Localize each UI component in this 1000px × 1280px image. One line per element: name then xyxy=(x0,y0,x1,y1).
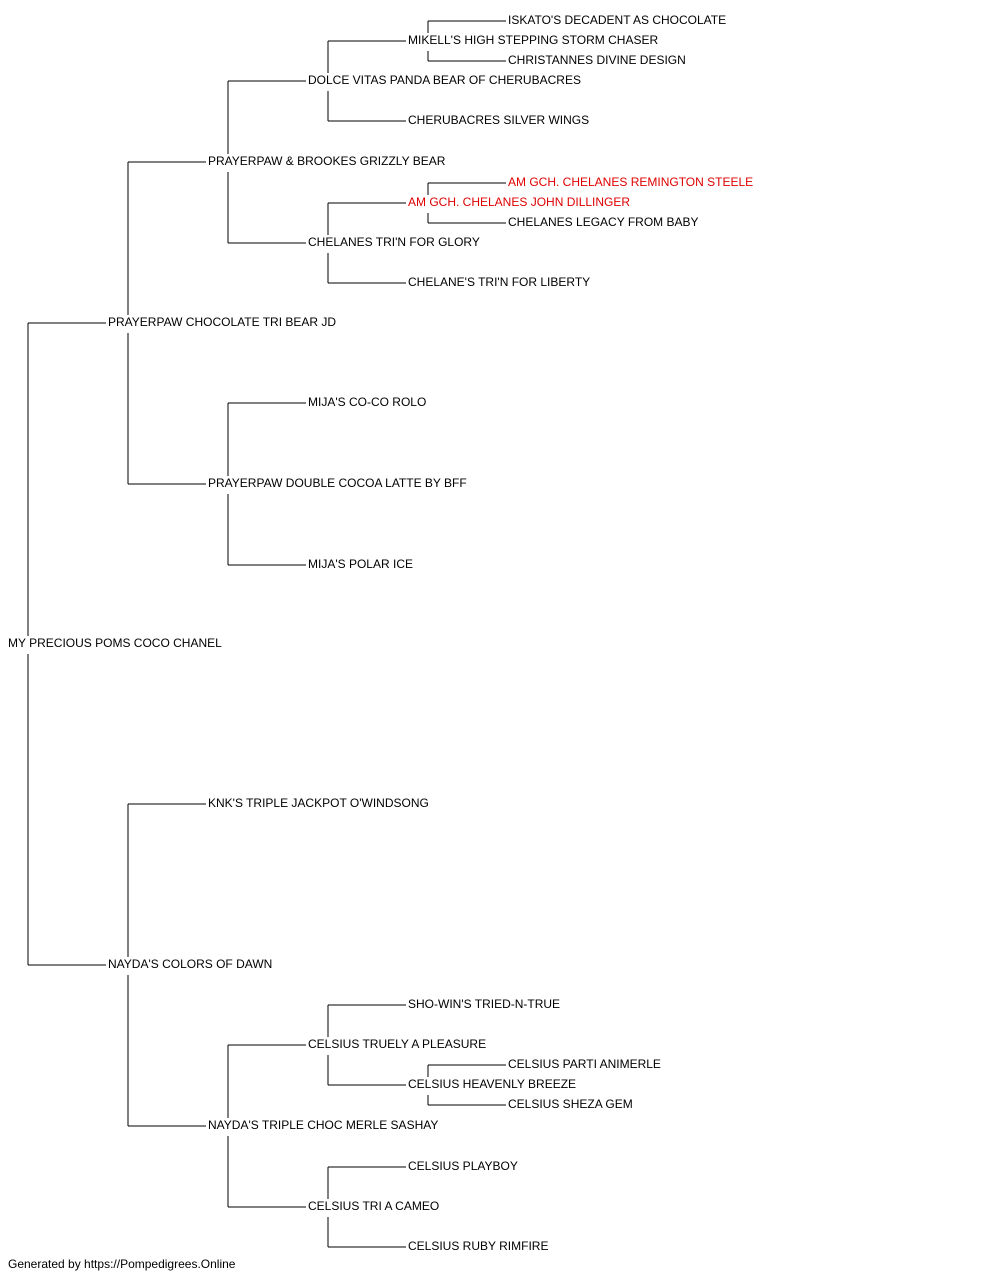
footer-credit: Generated by https://Pompedigrees.Online xyxy=(8,1257,236,1271)
dam-name: CHELANE'S TRI'N FOR LIBERTY xyxy=(408,275,590,289)
dam-name: CHRISTANNES DIVINE DESIGN xyxy=(508,53,686,67)
dam-name: NAYDA'S COLORS OF DAWN xyxy=(108,957,272,971)
sire-name: PRAYERPAW & BROOKES GRIZZLY BEAR xyxy=(208,154,446,168)
sire-name: DOLCE VITAS PANDA BEAR OF CHERUBACRES xyxy=(308,73,581,87)
dam-name: CHELANES TRI'N FOR GLORY xyxy=(308,235,480,249)
dam-name: CHERUBACRES SILVER WINGS xyxy=(408,113,589,127)
dam-name: MIJA'S POLAR ICE xyxy=(308,557,413,571)
sire-name: AM GCH. CHELANES JOHN DILLINGER xyxy=(408,195,630,209)
sire-name: KNK'S TRIPLE JACKPOT O'WINDSONG xyxy=(208,796,429,810)
sire-name: ISKATO'S DECADENT AS CHOCOLATE xyxy=(508,13,726,27)
dam-name: CHELANES LEGACY FROM BABY xyxy=(508,215,699,229)
dam-name: CELSIUS SHEZA GEM xyxy=(508,1097,633,1111)
subject-name: MY PRECIOUS POMS COCO CHANEL xyxy=(8,636,222,650)
sire-name: CELSIUS PLAYBOY xyxy=(408,1159,518,1173)
dam-name: CELSIUS RUBY RIMFIRE xyxy=(408,1239,548,1253)
sire-name: CELSIUS TRUELY A PLEASURE xyxy=(308,1037,486,1051)
sire-name: CELSIUS PARTI ANIMERLE xyxy=(508,1057,661,1071)
dam-name: PRAYERPAW DOUBLE COCOA LATTE BY BFF xyxy=(208,476,467,490)
dam-name: CELSIUS HEAVENLY BREEZE xyxy=(408,1077,576,1091)
sire-name: AM GCH. CHELANES REMINGTON STEELE xyxy=(508,175,753,189)
sire-name: PRAYERPAW CHOCOLATE TRI BEAR JD xyxy=(108,315,336,329)
sire-name: MIKELL'S HIGH STEPPING STORM CHASER xyxy=(408,33,658,47)
dam-name: NAYDA'S TRIPLE CHOC MERLE SASHAY xyxy=(208,1118,438,1132)
dam-name: CELSIUS TRI A CAMEO xyxy=(308,1199,439,1213)
sire-name: SHO-WIN'S TRIED-N-TRUE xyxy=(408,997,560,1011)
sire-name: MIJA'S CO-CO ROLO xyxy=(308,395,426,409)
